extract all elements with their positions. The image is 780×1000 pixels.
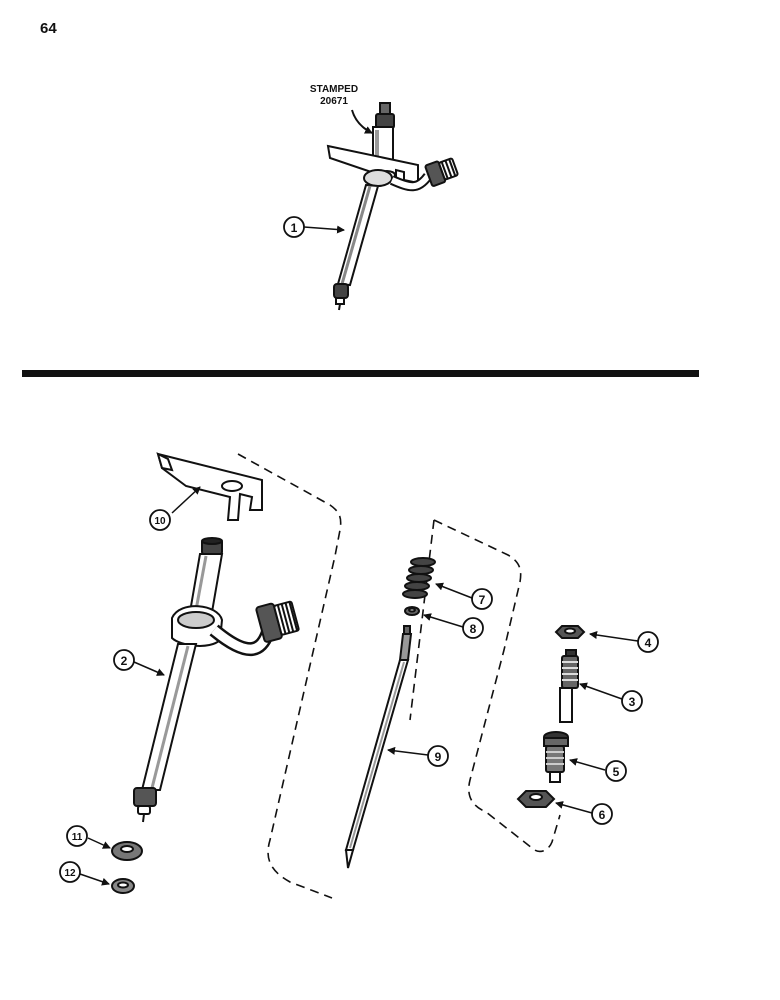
washer-part-8 <box>404 606 420 616</box>
callout-8 <box>462 617 484 639</box>
callout-10-label: 10 <box>154 516 166 527</box>
callout-7-label: 7 <box>479 593 486 607</box>
callout-10 <box>149 509 171 531</box>
fitting-part-5 <box>543 731 569 783</box>
dashed-group-outline-left <box>237 453 342 899</box>
callout-1-label: 1 <box>291 221 298 235</box>
nut-part-6 <box>516 790 556 808</box>
callout-12-label: 12 <box>64 868 76 879</box>
callout-11 <box>66 825 88 847</box>
callout-6 <box>591 803 613 825</box>
needle-part-9 <box>344 625 413 869</box>
bracket-part-10 <box>156 452 263 521</box>
screw-part-3 <box>559 649 579 723</box>
washer-part-11 <box>111 841 143 861</box>
callout-2 <box>113 649 135 671</box>
page-number: 64 <box>40 20 57 37</box>
spring-part-7 <box>402 557 436 599</box>
callout-7 <box>471 588 493 610</box>
callout-11-label: 11 <box>72 832 83 843</box>
nut-part-4 <box>554 625 586 639</box>
callout-1 <box>283 216 305 238</box>
injector-body-part-2 <box>133 537 300 823</box>
stamp-arrow <box>351 109 373 134</box>
callout-5-label: 5 <box>613 765 620 779</box>
callout-4 <box>637 631 659 653</box>
washer-part-12 <box>111 878 135 894</box>
callout-8-label: 8 <box>470 622 477 636</box>
injector-assembly-top <box>326 102 459 311</box>
dashed-group-outline-right <box>433 519 561 853</box>
callout-4-label: 4 <box>645 636 652 650</box>
stamp-label-line2: 20671 <box>320 96 348 107</box>
callout-2-label: 2 <box>121 654 128 668</box>
callout-3-label: 3 <box>629 695 636 709</box>
callout-12 <box>59 861 81 883</box>
section-divider <box>22 370 699 377</box>
callout-9 <box>427 745 449 767</box>
stamp-label-line1: STAMPED <box>310 84 358 95</box>
dashed-group-outline-right-inner <box>409 519 435 721</box>
callout-3 <box>621 690 643 712</box>
callout-6-label: 6 <box>599 808 606 822</box>
callout-9-label: 9 <box>435 750 442 764</box>
callout-5 <box>605 760 627 782</box>
